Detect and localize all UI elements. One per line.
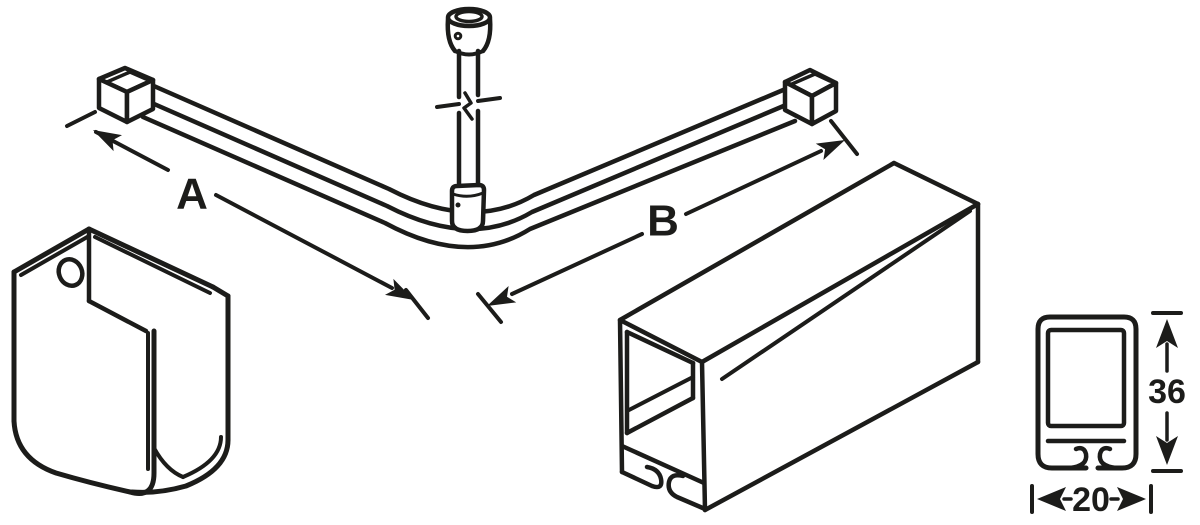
dim-20-arrow-right — [1117, 487, 1146, 511]
rail-bottom-edge — [140, 114, 798, 250]
dim-b-arrow-lower — [487, 286, 517, 306]
dim-a-line-lower — [214, 193, 394, 290]
tube-top-right-edge — [699, 201, 981, 365]
rod-cap-left-side — [445, 16, 458, 54]
dim-b-tick-lower — [476, 292, 503, 324]
dim-a-tick-upper — [65, 110, 97, 128]
bracket-bottom-right-inner-curve — [181, 435, 223, 479]
bracket-top-right-rim — [86, 226, 216, 290]
section-inner-hollow — [1045, 327, 1127, 429]
rod-clamp-seam — [451, 191, 485, 198]
rod-clamp — [449, 182, 487, 234]
tube-back-top-edge — [891, 160, 981, 207]
dim-36-arrow-bottom — [1156, 436, 1178, 465]
rod-cap-screw-hole — [453, 31, 463, 41]
dim-a-tick-lower — [404, 288, 430, 320]
tube-bottom-right-edge — [702, 359, 981, 513]
dim-a-arrow-upper — [93, 130, 122, 152]
bracket-rim-step — [210, 284, 231, 299]
end-cap-right — [782, 67, 839, 127]
rod-cap-top-inner — [454, 9, 484, 24]
tube-channel-left-hook — [619, 464, 664, 490]
tube-cavity-floor-edge — [624, 395, 696, 436]
section-channel-left-hook — [1067, 445, 1089, 471]
dim-b-tick-upper — [829, 119, 859, 156]
dimension-label-36: 36 — [1148, 373, 1186, 411]
tube-cavity-top-edge — [624, 329, 696, 366]
end-cap-left-inset-line — [105, 70, 148, 84]
break-dash-left — [435, 102, 461, 109]
dim-36-arrow-top — [1156, 319, 1178, 348]
bracket-bottom-right-curve — [129, 437, 231, 495]
section-channel-right-hook — [1097, 445, 1119, 471]
dimension-width: 20 — [1030, 481, 1153, 519]
wall-bracket — [11, 226, 231, 496]
bracket-bottom-left-curve — [11, 418, 133, 495]
dimension-label-a: A — [176, 170, 208, 219]
dimension-label-b: B — [647, 197, 679, 246]
dim-b-line-upper — [684, 149, 823, 216]
dim-b-line-lower — [510, 232, 644, 296]
tube-front-top-left-edges — [617, 317, 705, 475]
dim-a-arrow-lower — [385, 278, 414, 300]
bracket-mounting-hole — [56, 257, 85, 288]
track-profile-3d — [617, 160, 981, 513]
end-cap-right-inset-line — [790, 72, 832, 86]
dimension-a: A — [65, 110, 430, 320]
tube-channel-right-hook — [666, 473, 708, 512]
dimension-height: 36 — [1148, 311, 1186, 473]
tube-top-right-accent — [720, 209, 972, 381]
end-cap-right-side-face — [809, 80, 839, 127]
bracket-inner-floor-curve — [152, 446, 185, 479]
break-dash-right — [476, 96, 502, 103]
bracket-top-right-rim-inner — [93, 235, 212, 295]
tube-cavity-far-opening — [625, 375, 695, 413]
tube-top-left-edge — [617, 160, 897, 323]
ceiling-support-rod — [435, 6, 502, 234]
tube-front-right-edge — [699, 359, 708, 513]
bracket-top-left-inner-edge — [19, 234, 91, 277]
end-cap-left — [96, 65, 156, 125]
end-cap-left-side-face — [124, 77, 156, 125]
bracket-front-wall-right-edge — [127, 328, 157, 496]
rod-cap-right-side — [480, 16, 493, 54]
dimension-label-20: 20 — [1072, 481, 1110, 519]
dim-b-arrow-upper — [815, 140, 845, 160]
dimension-b: B — [476, 119, 859, 324]
bracket-top-left-edge — [11, 226, 92, 275]
rod-clamp-screw — [455, 202, 461, 208]
dim-20-arrow-left — [1037, 487, 1066, 511]
break-zigzag — [462, 91, 474, 121]
tube-channel-top-line — [619, 443, 707, 486]
cross-section-profile — [1035, 314, 1139, 471]
bracket-inner-bottom-edge — [86, 298, 149, 334]
